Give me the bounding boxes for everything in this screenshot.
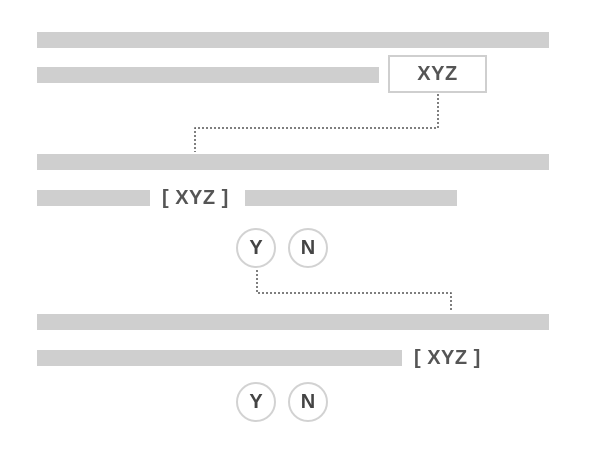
text-line-placeholder — [37, 154, 549, 170]
text-line-placeholder — [37, 32, 549, 48]
text-line-placeholder — [245, 190, 457, 206]
text-line-placeholder — [37, 190, 150, 206]
no-button[interactable]: N — [288, 228, 328, 268]
yes-button[interactable]: Y — [236, 228, 276, 268]
text-line-placeholder — [37, 67, 379, 83]
yes-button[interactable]: Y — [236, 382, 276, 422]
text-line-placeholder — [37, 314, 549, 330]
inline-blank[interactable]: [ XYZ ] — [414, 347, 481, 369]
no-button[interactable]: N — [288, 382, 328, 422]
answer-box[interactable]: XYZ — [388, 55, 487, 93]
inline-blank[interactable]: [ XYZ ] — [162, 187, 229, 209]
text-line-placeholder — [37, 350, 402, 366]
